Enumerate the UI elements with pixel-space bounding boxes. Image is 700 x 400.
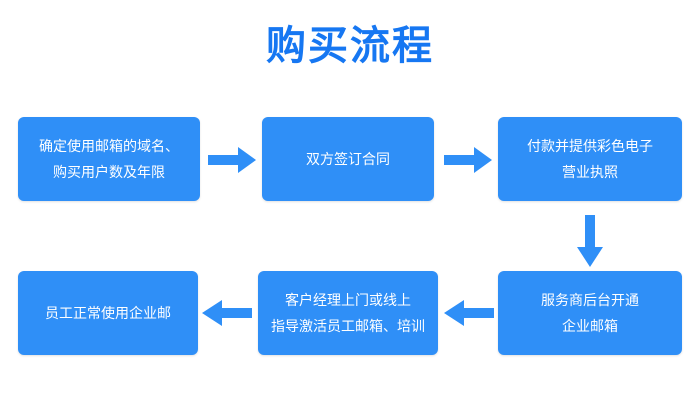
- flow-node-step4[interactable]: 服务商后台开通 企业邮箱: [498, 271, 682, 355]
- flow-node-step3-label: 付款并提供彩色电子 营业执照: [527, 138, 653, 180]
- flow-node-step6[interactable]: 员工正常使用企业邮: [18, 271, 198, 355]
- flow-node-step5-label: 客户经理上门或线上 指导激活员工邮箱、培训: [271, 292, 425, 334]
- arrow-2-3: [444, 147, 492, 173]
- arrow-1-2: [208, 147, 256, 173]
- arrow-3-4: [577, 215, 603, 267]
- flow-node-step6-label: 员工正常使用企业邮: [45, 305, 171, 321]
- arrow-4-5: [444, 300, 494, 326]
- flow-node-step2-label: 双方签订合同: [306, 151, 390, 167]
- flow-node-step5[interactable]: 客户经理上门或线上 指导激活员工邮箱、培训: [258, 271, 438, 355]
- flow-node-step1-label: 确定使用邮箱的域名、 购买用户数及年限: [39, 138, 179, 180]
- flow-node-step3[interactable]: 付款并提供彩色电子 营业执照: [498, 117, 682, 201]
- flow-node-step1[interactable]: 确定使用邮箱的域名、 购买用户数及年限: [18, 117, 200, 201]
- arrow-5-6: [202, 300, 252, 326]
- flow-node-step4-label: 服务商后台开通 企业邮箱: [541, 292, 639, 334]
- page-title: 购买流程: [266, 24, 434, 68]
- flow-node-step2[interactable]: 双方签订合同: [262, 117, 434, 201]
